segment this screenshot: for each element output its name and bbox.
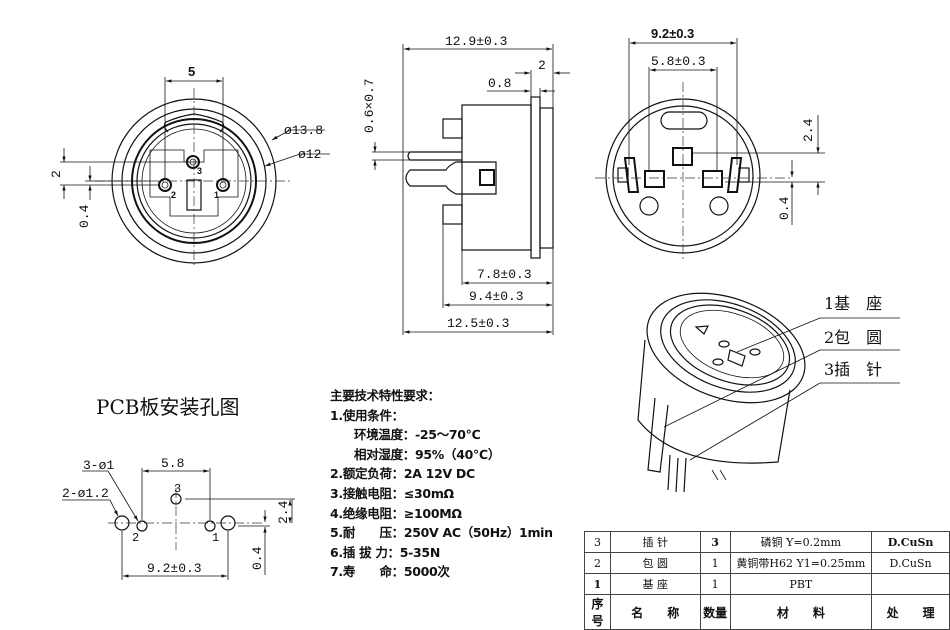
pad-1 [702, 170, 723, 188]
bom-no: 3 [584, 531, 611, 553]
header-qty: 数量 [699, 594, 731, 630]
lug-top [442, 118, 463, 139]
bom-material: 黄铜带H62 Y1=0.25mm [729, 552, 873, 574]
dim-offset-v: 2 [49, 170, 64, 178]
spec-item: 2.额定负荷：2A 12V DC [330, 466, 475, 482]
dim-flange: 2 [538, 58, 546, 73]
pcb-pin-label-2: 2 [132, 531, 139, 545]
dim-overall-length: 12.9±0.3 [445, 34, 507, 49]
table-row: 1 基 座 1 PBT [584, 573, 950, 595]
bom-name: 插 针 [609, 531, 701, 553]
pcb-dim-offset-small: 0.4 [250, 546, 265, 570]
bom-qty: 3 [699, 531, 731, 553]
spec-item: 相对湿度：95%（40℃） [354, 446, 501, 462]
dim-outer-diameter: ø13.8 [284, 123, 323, 138]
header-finish: 处 理 [871, 594, 950, 630]
pcb-hole-large-label: 2-ø1.2 [62, 486, 109, 501]
header-no: 序号 [584, 594, 611, 630]
bom-qty: 1 [699, 552, 731, 574]
specs-heading: 主要技术特性要求： [330, 388, 440, 403]
dim-rear-offset-small: 0.4 [777, 196, 792, 220]
pin-3 [186, 155, 200, 169]
table-header-row: 序号 名 称 数量 材 料 处 理 [584, 594, 950, 630]
front-view [60, 77, 330, 268]
header-name: 名 称 [609, 594, 701, 630]
dim-pin-span: 5.8±0.3 [651, 54, 706, 69]
bill-of-materials: 3 插 针 3 磷铜 Y=0.2mm D.CuSn 2 包 圆 1 黄铜带H62… [584, 531, 950, 630]
bom-finish: D.CuSn [871, 552, 950, 574]
table-row: 3 插 针 3 磷铜 Y=0.2mm D.CuSn [584, 531, 950, 553]
header-material: 材 料 [729, 594, 873, 630]
bom-name: 基 座 [609, 573, 701, 595]
pcb-dim-lug-span: 9.2±0.3 [147, 561, 202, 576]
dim-body-depth: 7.8±0.3 [477, 267, 532, 282]
bom-qty: 1 [699, 573, 731, 595]
dim-lug-depth: 9.4±0.3 [469, 289, 524, 304]
spec-item: 3.接触电阻：≤30mΩ [330, 485, 454, 501]
iso-body [637, 339, 791, 464]
part-label-base: 1基 座 [824, 294, 882, 313]
isometric-view [637, 292, 900, 493]
pin-label-1: 1 [214, 190, 219, 200]
spec-item: 6.插 拔 力：5-35N [330, 544, 440, 560]
spec-item: 环境温度：-25～70℃ [354, 427, 481, 443]
dim-pin-depth: 12.5±0.3 [447, 316, 509, 331]
pcb-pin-label-3: 3 [174, 482, 181, 496]
spec-item: 4.绝缘电阻：≥100MΩ [330, 505, 462, 521]
technical-specs: 主要技术特性要求： 1.使用条件： 环境温度：-25～70℃ 相对湿度：95%（… [330, 386, 553, 582]
bom-name: 包 圆 [609, 552, 701, 574]
part-label-shell: 2包 圆 [824, 328, 882, 347]
dim-rear-offset-v: 2.4 [801, 118, 816, 142]
bom-material: PBT [729, 573, 873, 595]
rear-view [595, 38, 825, 260]
lug-left [623, 157, 640, 193]
dim-offset-small: 0.4 [77, 204, 92, 228]
hole-pin-1 [204, 520, 216, 532]
pcb-dim-pin-span: 5.8 [161, 456, 184, 471]
bom-no: 2 [584, 552, 611, 574]
pcb-hole-small-label: 3-ø1 [83, 458, 114, 473]
spec-item: 1.使用条件： [330, 407, 404, 423]
dim-pitch: 5 [188, 64, 195, 79]
flange [530, 96, 541, 259]
pin-label-3: 3 [197, 166, 202, 176]
side-view [372, 44, 570, 335]
lug-right [726, 157, 743, 193]
dim-flange-thin: 0.8 [488, 76, 511, 91]
bom-no: 1 [584, 573, 611, 595]
bom-material: 磷铜 Y=0.2mm [729, 531, 873, 553]
lug-bottom [442, 204, 463, 225]
oval-slot [660, 111, 708, 130]
dim-inner-diameter: ø12 [298, 147, 321, 162]
part-label-pin: 3插 针 [824, 360, 882, 379]
pin-label-2: 2 [171, 190, 176, 200]
pin-lower [405, 161, 462, 195]
pcb-hole-layout [62, 468, 295, 580]
pcb-dim-offset-v: 2.4 [276, 500, 291, 524]
table-row: 2 包 圆 1 黄铜带H62 Y1=0.25mm D.CuSn [584, 552, 950, 574]
pad-2 [644, 170, 665, 188]
hole-pin-2 [136, 520, 148, 532]
pin-upper [407, 151, 462, 161]
pcb-section-title: PCB板安装孔图 [96, 395, 240, 419]
bom-finish [871, 573, 950, 595]
spec-item: 7.寿 命：5000次 [330, 564, 450, 580]
bom-finish: D.CuSn [871, 531, 950, 553]
dim-pin-size: 0.6×0.7 [362, 78, 377, 133]
pad-3 [672, 147, 693, 166]
dim-lug-span: 9.2±0.3 [651, 26, 694, 41]
pcb-pin-label-1: 1 [212, 531, 219, 545]
spec-item: 5.耐 压：250V AC（50Hz）1min [330, 525, 553, 541]
